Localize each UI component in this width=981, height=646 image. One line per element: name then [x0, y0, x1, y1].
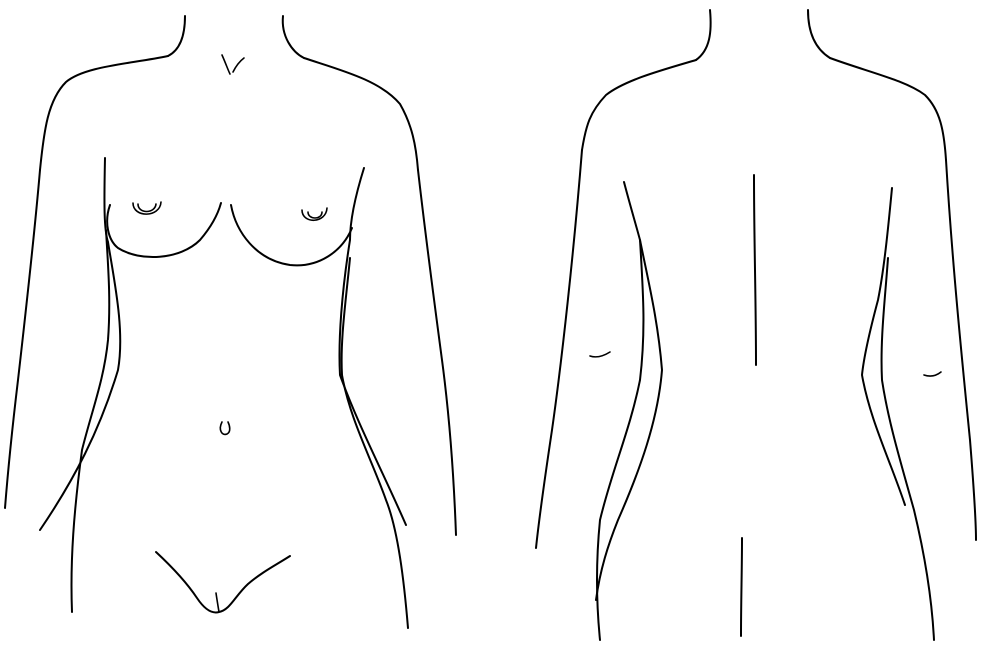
back-right-elbow — [924, 372, 941, 376]
back-left-inner-arm — [596, 182, 662, 600]
front-groin-center-line — [216, 593, 219, 612]
front-right-torso-side — [342, 258, 408, 628]
back-gluteal-cleft — [741, 538, 742, 636]
back-right-outer-arm — [946, 160, 976, 540]
back-spine — [754, 175, 756, 365]
back-neck-right — [808, 10, 830, 58]
front-right-breast — [231, 205, 352, 265]
back-torso-view — [536, 10, 976, 640]
front-left-shoulder — [40, 56, 168, 170]
back-left-torso-side — [597, 240, 643, 640]
front-collarbone-notch — [222, 55, 244, 74]
front-groin — [156, 552, 290, 612]
front-left-outer-arm — [5, 170, 40, 508]
front-torso-view — [5, 16, 456, 628]
back-right-torso-side — [882, 258, 934, 640]
front-right-shoulder — [304, 58, 418, 170]
front-left-breast — [107, 203, 221, 257]
back-neck-left — [696, 10, 711, 60]
front-navel — [220, 422, 229, 434]
front-right-nipple — [308, 212, 322, 218]
front-neck-left — [168, 16, 185, 56]
front-left-torso-side — [71, 230, 109, 612]
back-left-outer-arm — [536, 150, 582, 548]
back-left-shoulder — [582, 60, 696, 150]
front-right-inner-arm — [339, 168, 406, 525]
front-neck-right — [283, 16, 304, 58]
front-left-nipple — [138, 204, 156, 212]
front-left-areola — [133, 202, 161, 214]
front-right-outer-arm — [418, 170, 456, 535]
back-right-shoulder — [830, 58, 946, 160]
back-left-elbow — [590, 352, 610, 357]
